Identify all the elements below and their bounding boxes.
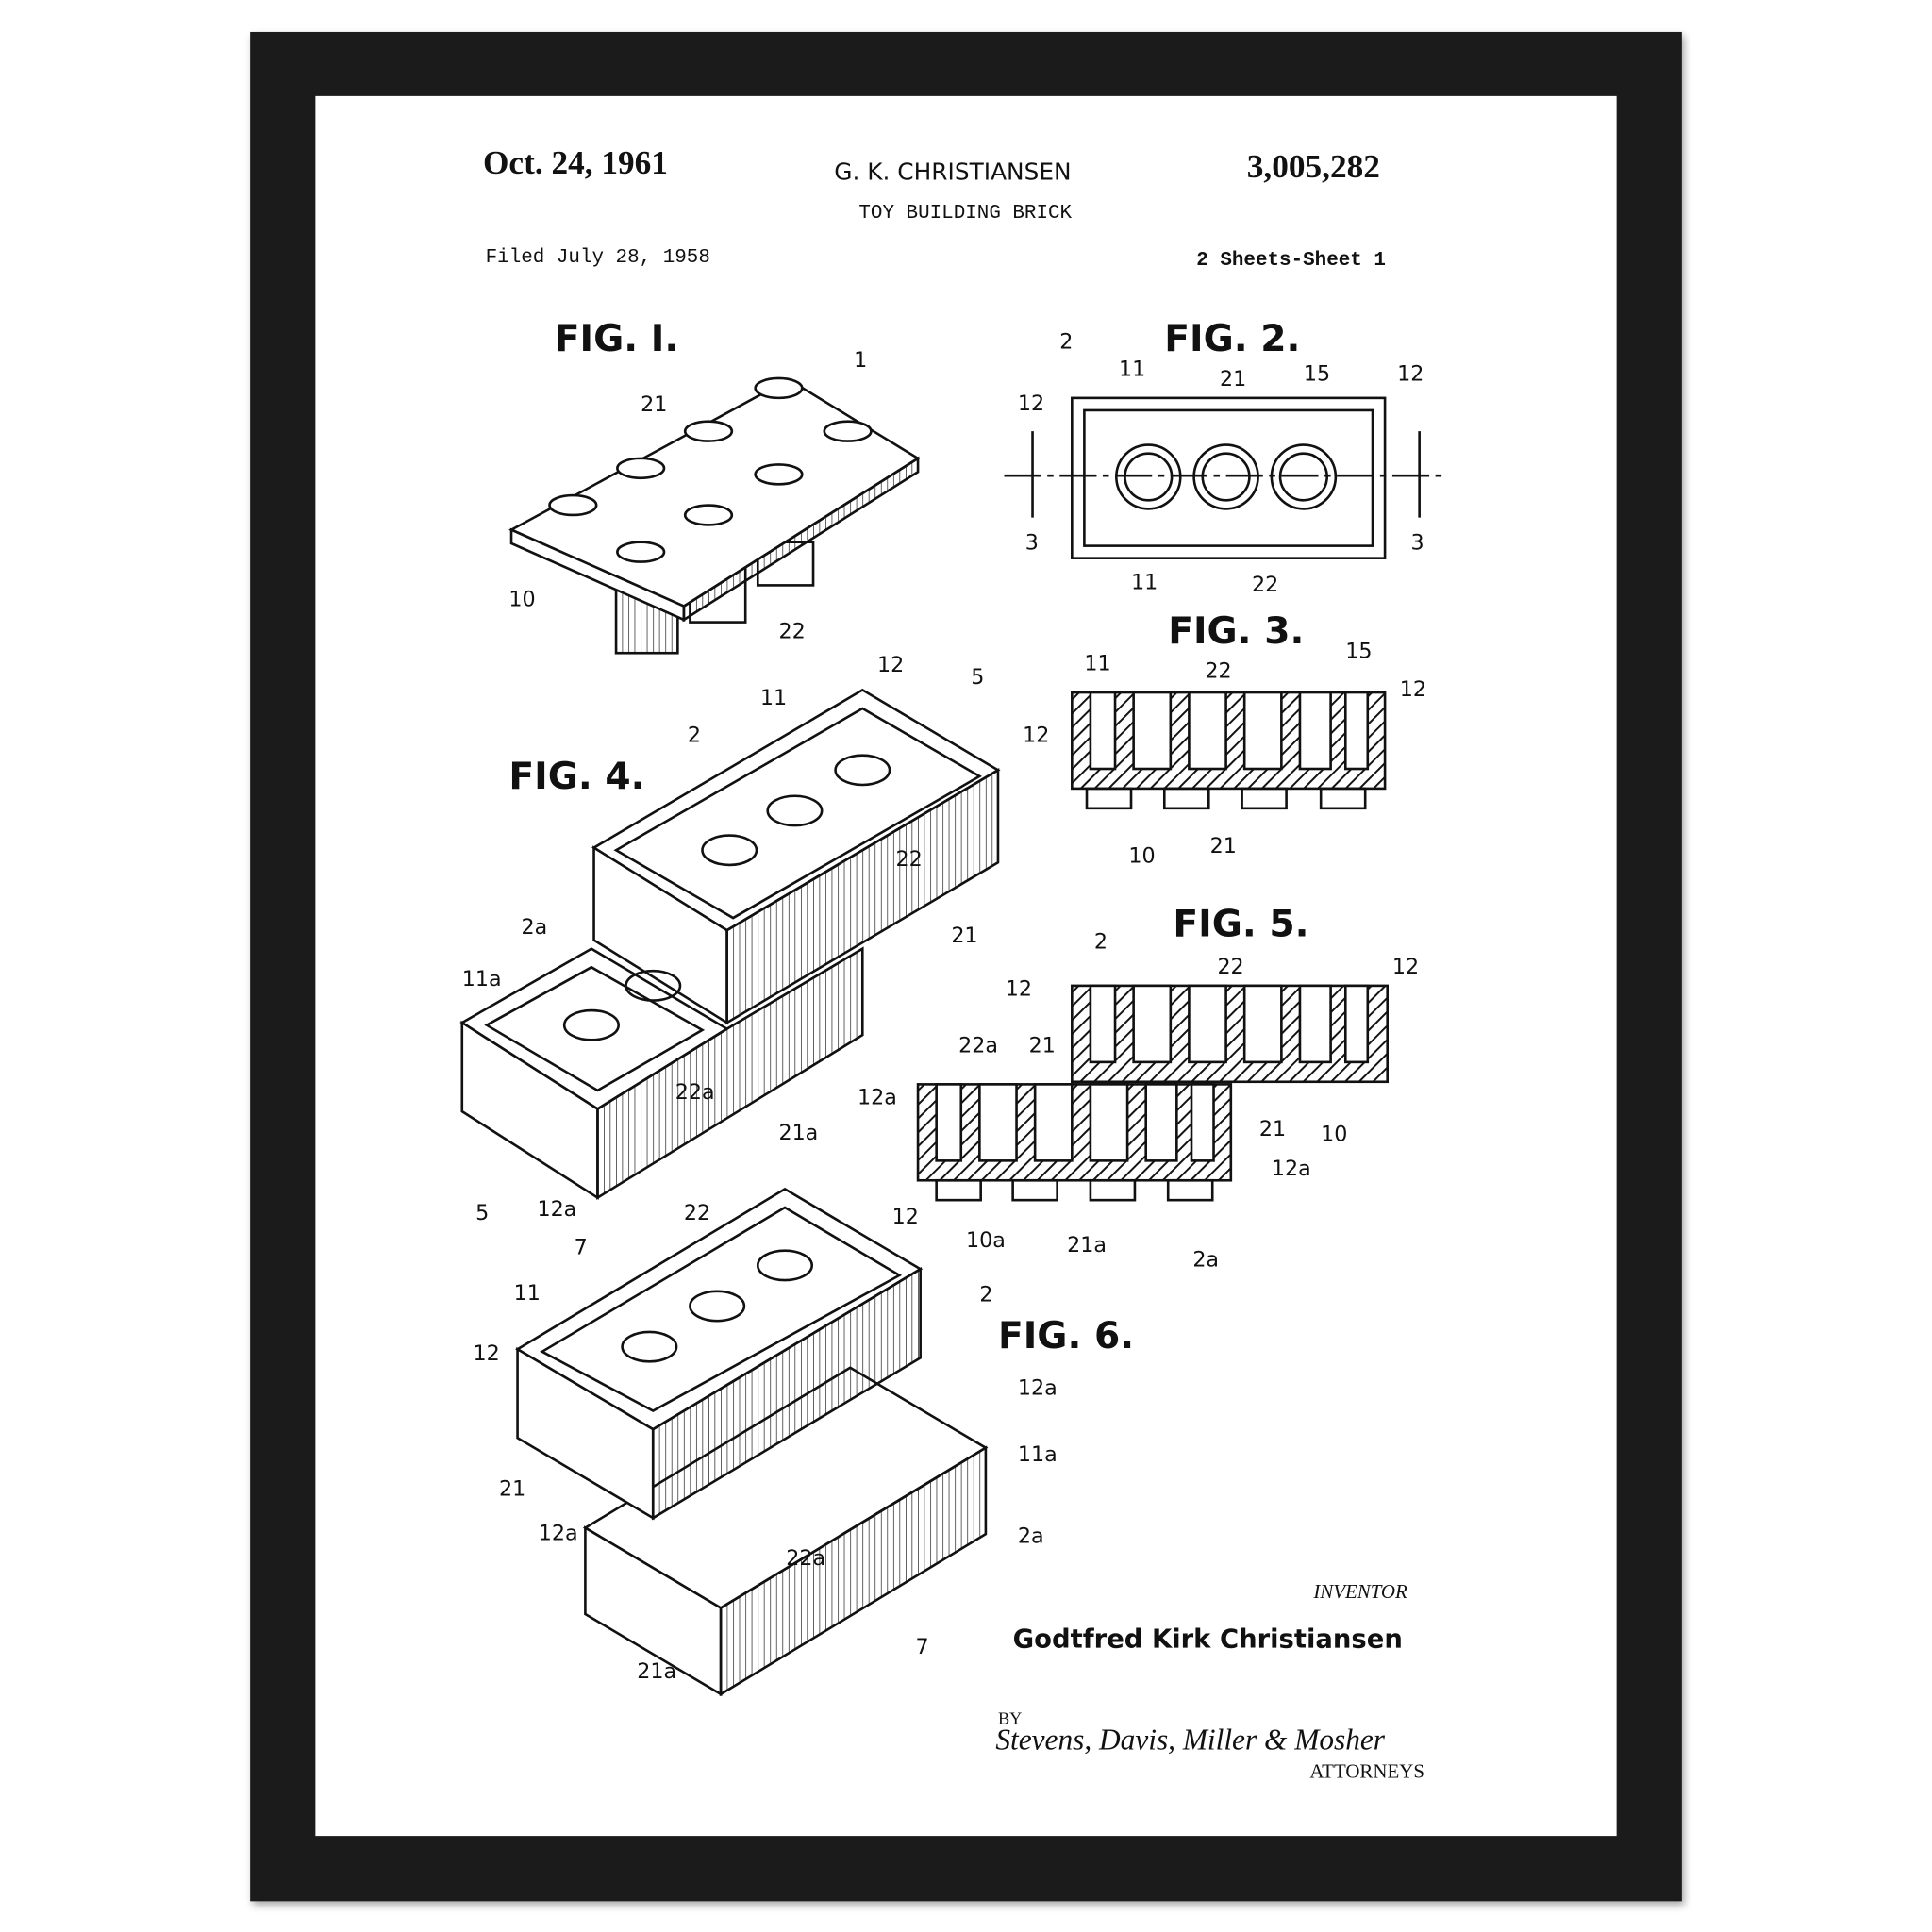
reference-numeral: 10 (508, 588, 535, 612)
reference-numeral: 22 (1252, 573, 1278, 597)
attorneys-label: ATTORNEYS (1309, 1761, 1424, 1783)
figure-6-exploded-bricks: FIG. 6. 7 22 12 11 2 12 12a 11a 21 12a 2… (474, 1187, 1134, 1697)
reference-numeral: 12a (537, 1197, 576, 1222)
reference-numeral: 12 (1400, 677, 1426, 702)
reference-numeral: 21 (499, 1477, 525, 1502)
reference-numeral: 11a (462, 967, 502, 991)
reference-numeral: 12 (1397, 362, 1424, 387)
reference-numeral: 11 (1084, 652, 1110, 676)
reference-numeral: FIG. 4. (508, 756, 644, 798)
inventor-name: Godtfred Kirk Christiansen (1012, 1624, 1403, 1654)
attorneys-signature: Stevens, Davis, Miller & Mosher (995, 1724, 1385, 1757)
reference-numeral: 12a (539, 1522, 578, 1546)
reference-numeral: 2a (1018, 1524, 1044, 1548)
reference-numeral: 3 (1411, 531, 1424, 556)
patent-date: Oct. 24, 1961 (482, 143, 668, 181)
reference-numeral: 12 (1392, 955, 1419, 979)
reference-numeral: 22 (684, 1201, 710, 1225)
reference-numeral: 22 (778, 620, 805, 644)
patent-number: 3,005,282 (1246, 147, 1380, 185)
reference-numeral: 10 (1128, 843, 1155, 868)
reference-numeral: 2 (1059, 330, 1073, 355)
reference-numeral: 22a (786, 1546, 825, 1571)
reference-numeral: 7 (915, 1635, 928, 1659)
reference-numeral: 12a (1272, 1157, 1311, 1181)
reference-numeral: 12 (1006, 976, 1032, 1001)
filed-date: Filed July 28, 1958 (485, 246, 710, 269)
reference-numeral: FIG. 2. (1164, 318, 1300, 360)
reference-numeral: 21 (1210, 834, 1237, 858)
reference-numeral: 2 (979, 1282, 992, 1307)
reference-numeral: 3 (1025, 531, 1039, 556)
reference-numeral: 21a (1067, 1233, 1107, 1257)
reference-numeral: 10a (966, 1228, 1006, 1253)
reference-numeral: 12 (1018, 391, 1044, 416)
figure-2-top-view: FIG. 2. 2 11 21 15 12 12 3 3 11 22 (1004, 318, 1442, 597)
reference-numeral: 12a (858, 1085, 897, 1109)
reference-numeral: 21a (637, 1659, 676, 1684)
reference-numeral: 11a (1018, 1442, 1058, 1467)
figure-5-section: FIG. 5. 2 22 12 12 22a 21 12a 21 10 12a … (858, 904, 1419, 1273)
fig1-title: FIG. I. (555, 318, 678, 360)
reference-numeral: 2 (688, 723, 701, 747)
reference-numeral: 22a (958, 1033, 998, 1058)
reference-numeral: 10 (1321, 1122, 1347, 1146)
patent-title: TOY BUILDING BRICK (858, 202, 1073, 225)
reference-numeral: 1 (854, 348, 867, 373)
reference-numeral: 11 (760, 686, 787, 710)
reference-numeral: 12a (1018, 1376, 1058, 1401)
reference-numeral: 15 (1304, 362, 1330, 387)
reference-numeral: 12 (474, 1341, 500, 1366)
reference-numeral: FIG. 6. (998, 1315, 1134, 1357)
figure-1-brick-plate: FIG. I. 1 21 10 22 (508, 318, 921, 655)
reference-numeral: 12 (877, 653, 904, 677)
reference-numeral: 5 (475, 1201, 489, 1225)
reference-numeral: 12 (1023, 723, 1049, 747)
reference-numeral: 2a (521, 915, 547, 940)
reference-numeral: 22 (1205, 658, 1231, 683)
reference-numeral: 12 (892, 1205, 919, 1229)
reference-numeral: 2a (1192, 1248, 1219, 1273)
reference-numeral: 22a (675, 1080, 715, 1105)
reference-numeral: 5 (971, 665, 984, 690)
reference-numeral: 2 (1094, 930, 1108, 955)
reference-numeral: 15 (1345, 639, 1372, 663)
reference-numeral: 11 (514, 1281, 541, 1306)
reference-numeral: 21a (778, 1121, 818, 1145)
figure-4-stacked-bricks: FIG. 4. 12 5 11 2 22 21 2a 11a 22a 21a 5… (459, 653, 1001, 1225)
inventor-header: G. K. CHRISTIANSEN (834, 158, 1072, 187)
sheet-count: 2 Sheets-Sheet 1 (1196, 248, 1386, 272)
reference-numeral: 21 (1029, 1033, 1056, 1058)
figure-3-section: FIG. 3. 11 22 15 12 12 10 21 (1023, 610, 1426, 868)
reference-numeral: 22 (1217, 955, 1243, 979)
reference-numeral: 7 (575, 1236, 588, 1260)
reference-numeral: 21 (951, 924, 977, 948)
reference-numeral: FIG. 5. (1173, 904, 1308, 946)
inventor-label: INVENTOR (1313, 1582, 1407, 1604)
reference-numeral: 21 (1220, 367, 1246, 391)
reference-numeral: FIG. 3. (1168, 610, 1304, 653)
reference-numeral: 21 (1259, 1117, 1286, 1141)
by-label: BY (997, 1709, 1023, 1729)
reference-numeral: 22 (896, 847, 923, 872)
reference-numeral: 11 (1131, 570, 1158, 594)
reference-numeral: 11 (1119, 357, 1145, 381)
reference-numeral: 21 (641, 392, 667, 417)
